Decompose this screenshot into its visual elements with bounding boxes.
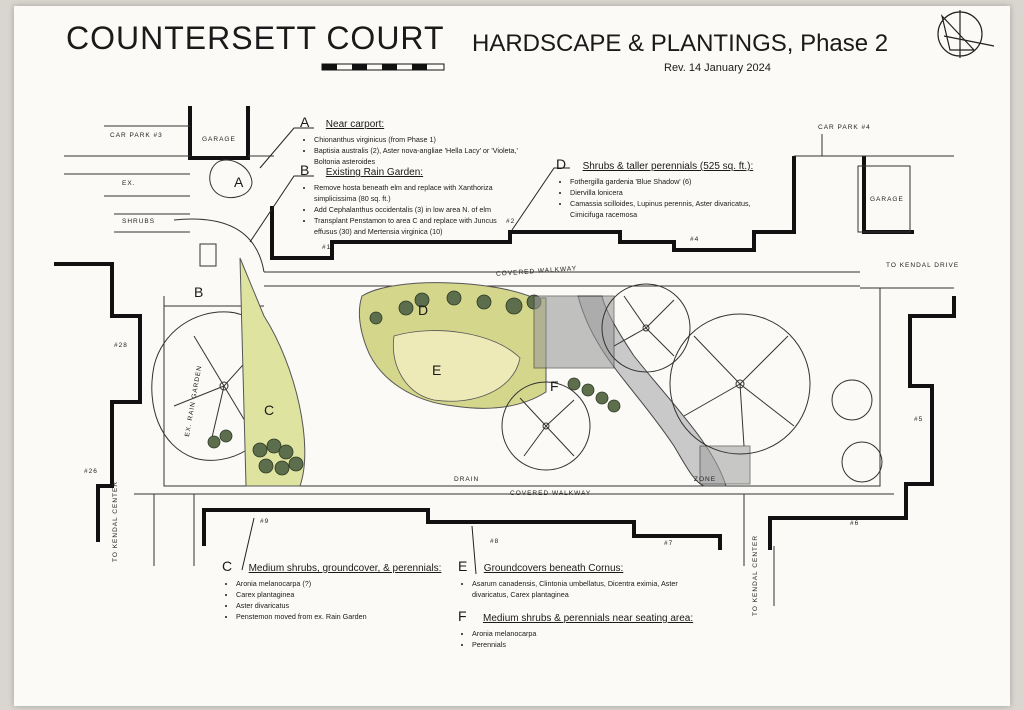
door-marker: #7 bbox=[664, 540, 674, 547]
note-c-item: Penstemon moved from ex. Rain Garden bbox=[236, 611, 442, 622]
car-park-4-label: CAR PARK #4 bbox=[818, 124, 871, 131]
to-kendal-center-right-label: TO KENDAL CENTER bbox=[752, 534, 759, 616]
door-marker: #9 bbox=[260, 518, 270, 525]
area-letter-f: F bbox=[550, 378, 559, 394]
cornus-canopy-e bbox=[392, 330, 521, 402]
seating-paving bbox=[533, 295, 615, 369]
north-arrow-icon bbox=[937, 10, 995, 58]
note-c-item: Aster divaricatus bbox=[236, 600, 442, 611]
site-plan-drawing bbox=[54, 10, 995, 606]
garage-left-label: GARAGE bbox=[202, 136, 236, 143]
curved-path bbox=[577, 295, 727, 487]
note-f: F Medium shrubs & perennials near seatin… bbox=[458, 608, 718, 650]
note-b-heading: Existing Rain Garden: bbox=[325, 167, 424, 178]
note-b-letter: B bbox=[300, 162, 310, 178]
note-a-heading: Near carport: bbox=[325, 119, 385, 130]
note-e-letter: E bbox=[458, 558, 468, 574]
note-c-heading: Medium shrubs, groundcover, & perennials… bbox=[248, 563, 442, 574]
shrubs-label: SHRUBS bbox=[122, 218, 156, 225]
drain-label: DRAIN bbox=[454, 476, 480, 483]
plan-sheet: COUNTERSETT COURT HARDSCAPE & PLANTINGS,… bbox=[14, 6, 1010, 706]
car-park-3-label: CAR PARK #3 bbox=[110, 132, 163, 139]
area-letter-e: E bbox=[432, 362, 442, 378]
area-letter-b: B bbox=[194, 284, 204, 300]
note-a: A Near carport: Chionanthus virginicus (… bbox=[300, 114, 560, 167]
garage-right-label: GARAGE bbox=[870, 196, 904, 203]
note-e: E Groundcovers beneath Cornus: Asarum ca… bbox=[458, 558, 708, 600]
door-marker: #26 bbox=[84, 468, 98, 475]
note-c-letter: C bbox=[222, 558, 233, 574]
hardscape-lines bbox=[64, 125, 954, 606]
revision-date: Rev. 14 January 2024 bbox=[664, 62, 771, 74]
area-letter-d: D bbox=[418, 302, 429, 318]
page-subtitle: HARDSCAPE & PLANTINGS, Phase 2 bbox=[472, 30, 889, 57]
shrub-clusters bbox=[207, 290, 621, 476]
note-d-heading: Shrubs & taller perennials (525 sq. ft.)… bbox=[582, 161, 754, 172]
scale-bar bbox=[321, 63, 445, 71]
note-d-item: Fothergilla gardenia 'Blue Shadow' (6) bbox=[570, 176, 776, 187]
note-d-item: Camassia scilloides, Lupinus perennis, A… bbox=[570, 198, 776, 220]
door-marker: #8 bbox=[490, 538, 500, 545]
note-a-item: Chionanthus virginicus (from Phase 1) bbox=[314, 134, 560, 145]
note-a-item: Baptisia australis (2), Aster nova-angli… bbox=[314, 145, 560, 156]
door-marker: #2 bbox=[506, 218, 516, 225]
covered-walkway-bottom-label: COVERED WALKWAY bbox=[510, 490, 592, 497]
note-b: B Existing Rain Garden: Remove hosta ben… bbox=[300, 162, 510, 237]
page-title: COUNTERSETT COURT bbox=[66, 20, 445, 56]
note-a-item: Boltonia asteroides bbox=[314, 157, 376, 166]
door-marker: #6 bbox=[850, 520, 860, 527]
note-c-item: Aronia melanocarpa (?) bbox=[236, 578, 442, 589]
door-marker: #1 bbox=[322, 244, 332, 251]
note-d-item: Diervilla lonicera bbox=[570, 187, 776, 198]
door-marker: #28 bbox=[114, 342, 128, 349]
to-kendal-drive-label: TO KENDAL DRIVE bbox=[886, 262, 960, 269]
callout-leaders bbox=[241, 127, 570, 575]
note-f-letter: F bbox=[458, 608, 467, 624]
ex-label: EX. bbox=[122, 180, 136, 187]
note-a-letter: A bbox=[300, 114, 310, 130]
note-e-item: Asarum canadensis, Clintonia umbellatus,… bbox=[472, 578, 708, 600]
note-c: C Medium shrubs, groundcover, & perennia… bbox=[222, 558, 442, 622]
area-letter-a: A bbox=[234, 174, 244, 190]
canopy-trees bbox=[209, 159, 883, 483]
note-f-item: Aronia melanocarpa bbox=[472, 628, 718, 639]
door-marker: #4 bbox=[690, 236, 700, 243]
area-letter-c: C bbox=[264, 402, 275, 418]
note-e-heading: Groundcovers beneath Cornus: bbox=[483, 563, 624, 574]
note-b-item: Remove hosta beneath elm and replace wit… bbox=[314, 182, 510, 204]
note-f-item: Perennials bbox=[472, 639, 718, 650]
door-marker: #5 bbox=[914, 416, 924, 423]
note-b-item: Add Cephalanthus occidentalis (3) in low… bbox=[314, 204, 510, 215]
to-kendal-center-left-label: TO KENDAL CENTER bbox=[112, 480, 119, 562]
zone-label: ZONE bbox=[694, 476, 717, 483]
note-d: D Shrubs & taller perennials (525 sq. ft… bbox=[556, 156, 776, 220]
planting-area-c bbox=[239, 257, 306, 487]
note-c-item: Carex plantaginea bbox=[236, 589, 442, 600]
note-f-heading: Medium shrubs & perennials near seating … bbox=[483, 613, 694, 624]
note-d-letter: D bbox=[556, 156, 567, 172]
note-b-item: Transplant Penstamon to area C and repla… bbox=[314, 215, 510, 237]
